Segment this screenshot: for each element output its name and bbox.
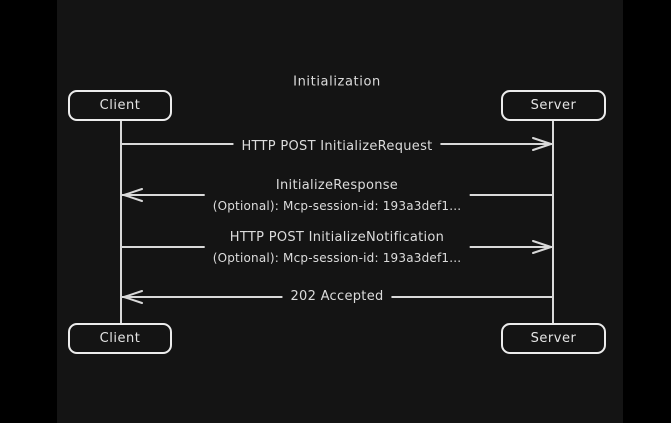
client-lifeline: [120, 121, 122, 323]
arrowhead-right-icon: [532, 137, 552, 151]
message-subtext: (Optional): Mcp-session-id: 193a3def1...: [212, 251, 462, 265]
actor-label: Client: [99, 331, 141, 346]
actor-box-client-bottom: Client: [68, 323, 172, 354]
arrowhead-right-icon: [532, 240, 552, 254]
message-subtext: (Optional): Mcp-session-id: 193a3def1...: [212, 199, 462, 213]
actor-label: Server: [530, 331, 577, 346]
diagram-canvas: Initialization Client Server Client Serv…: [57, 0, 623, 423]
server-lifeline: [552, 121, 554, 323]
actor-box-server-bottom: Server: [501, 323, 606, 354]
message-text: InitializeResponse: [275, 178, 399, 193]
message-text: HTTP POST InitializeRequest: [241, 139, 433, 154]
message-label-202-accepted: 202 Accepted: [282, 287, 392, 307]
diagram-title: Initialization: [293, 74, 381, 90]
actor-label: Server: [530, 98, 577, 113]
message-text: 202 Accepted: [290, 289, 384, 304]
actor-box-server-top: Server: [501, 90, 606, 121]
message-label-initialize-request: HTTP POST InitializeRequest: [233, 137, 441, 157]
actor-label: Client: [99, 98, 141, 113]
message-label-initialize-notification: HTTP POST InitializeNotification (Option…: [204, 228, 470, 268]
message-label-initialize-response: InitializeResponse (Optional): Mcp-sessi…: [204, 176, 470, 216]
arrowhead-left-icon: [123, 188, 143, 202]
actor-box-client-top: Client: [68, 90, 172, 121]
message-text: HTTP POST InitializeNotification: [229, 230, 445, 245]
arrowhead-left-icon: [123, 290, 143, 304]
